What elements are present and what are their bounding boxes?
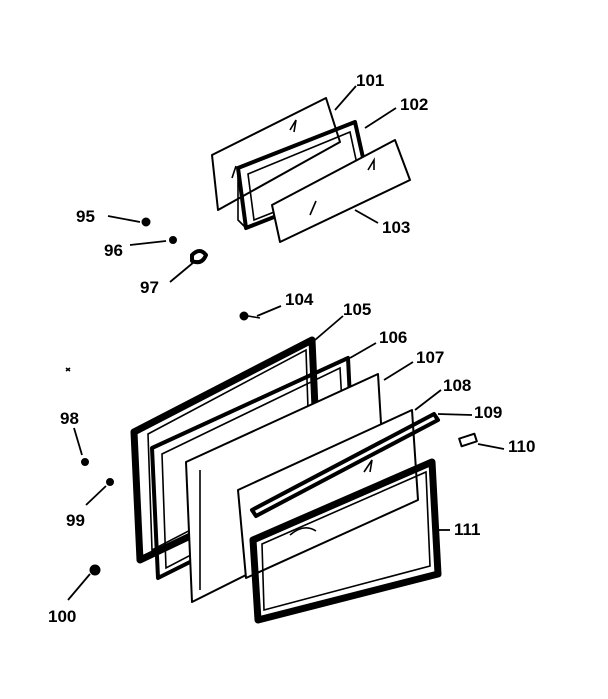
callout-98: 98	[60, 409, 79, 428]
leader-lines	[67, 85, 505, 601]
callout-99: 99	[66, 511, 85, 530]
part-99-screw	[106, 478, 114, 486]
callout-111: 111	[454, 520, 481, 539]
callout-97: 97	[140, 278, 159, 297]
callout-101: 101	[356, 71, 384, 90]
callout-106: 106	[379, 328, 407, 347]
callout-108: 108	[443, 376, 471, 395]
callout-110: 110	[508, 437, 535, 456]
part-110-pin	[458, 432, 478, 448]
callout-95: 95	[76, 207, 95, 226]
part-100-nut	[89, 564, 101, 576]
part-103-panel	[271, 139, 411, 243]
callout-109: 109	[474, 403, 502, 422]
part-108-glass	[237, 409, 419, 579]
callout-100: 100	[48, 607, 76, 626]
callout-105: 105	[343, 300, 371, 319]
part-96-nut	[169, 236, 177, 244]
part-98-screw	[81, 458, 89, 466]
callout-labels: 101 102 103 95 96 97 104 105 106 107 108…	[48, 71, 535, 626]
callout-104: 104	[285, 290, 314, 309]
part-109-channel	[250, 412, 440, 536]
part-97-clip	[190, 249, 208, 265]
part-111-bottom-frame	[249, 458, 442, 624]
part-104-screw	[239, 311, 261, 321]
callout-103: 103	[382, 218, 410, 237]
callout-96: 96	[104, 241, 123, 260]
callout-102: 102	[400, 95, 428, 114]
callout-107: 107	[416, 348, 444, 367]
mark-small	[65, 367, 71, 372]
part-95-screw	[141, 217, 151, 227]
